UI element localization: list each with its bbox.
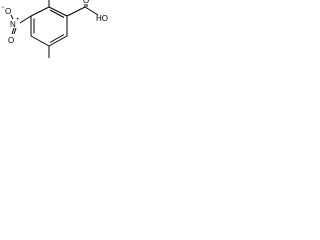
ring-bond-top-left bbox=[30, 6, 50, 17]
nitro-nitrogen-label: N bbox=[10, 20, 16, 29]
nitro-bond bbox=[19, 15, 32, 24]
ring-inner-bond-bottom bbox=[49, 34, 65, 43]
nitro-n-o-double-bond-a bbox=[11, 27, 15, 35]
ring-bond-bottom-left bbox=[30, 35, 50, 47]
nitro-oxygen-top-label: O bbox=[5, 7, 11, 16]
nitro-oxygen-charge: − bbox=[1, 5, 5, 11]
nitro-n-o-double-bond-b bbox=[13, 27, 17, 35]
ring-inner-bond-top bbox=[49, 9, 65, 18]
nitro-nitrogen-charge: + bbox=[16, 17, 20, 23]
carboxyl-oxygen-label: O bbox=[83, 0, 89, 5]
carboxyl-bond bbox=[66, 6, 86, 17]
carboxyl-hydroxyl-label: HO bbox=[96, 14, 108, 23]
chemical-structure: O − N + O O HO bbox=[1, 0, 108, 58]
ring-bond-bottom-right bbox=[48, 35, 68, 47]
ring-bond-top-right bbox=[48, 6, 68, 17]
hydroxyl-bond bbox=[84, 6, 99, 16]
benzene-ring bbox=[30, 6, 68, 47]
nitro-oxygen-bottom-label: O bbox=[8, 36, 14, 45]
nitro-n-o-bond-top bbox=[10, 14, 14, 20]
